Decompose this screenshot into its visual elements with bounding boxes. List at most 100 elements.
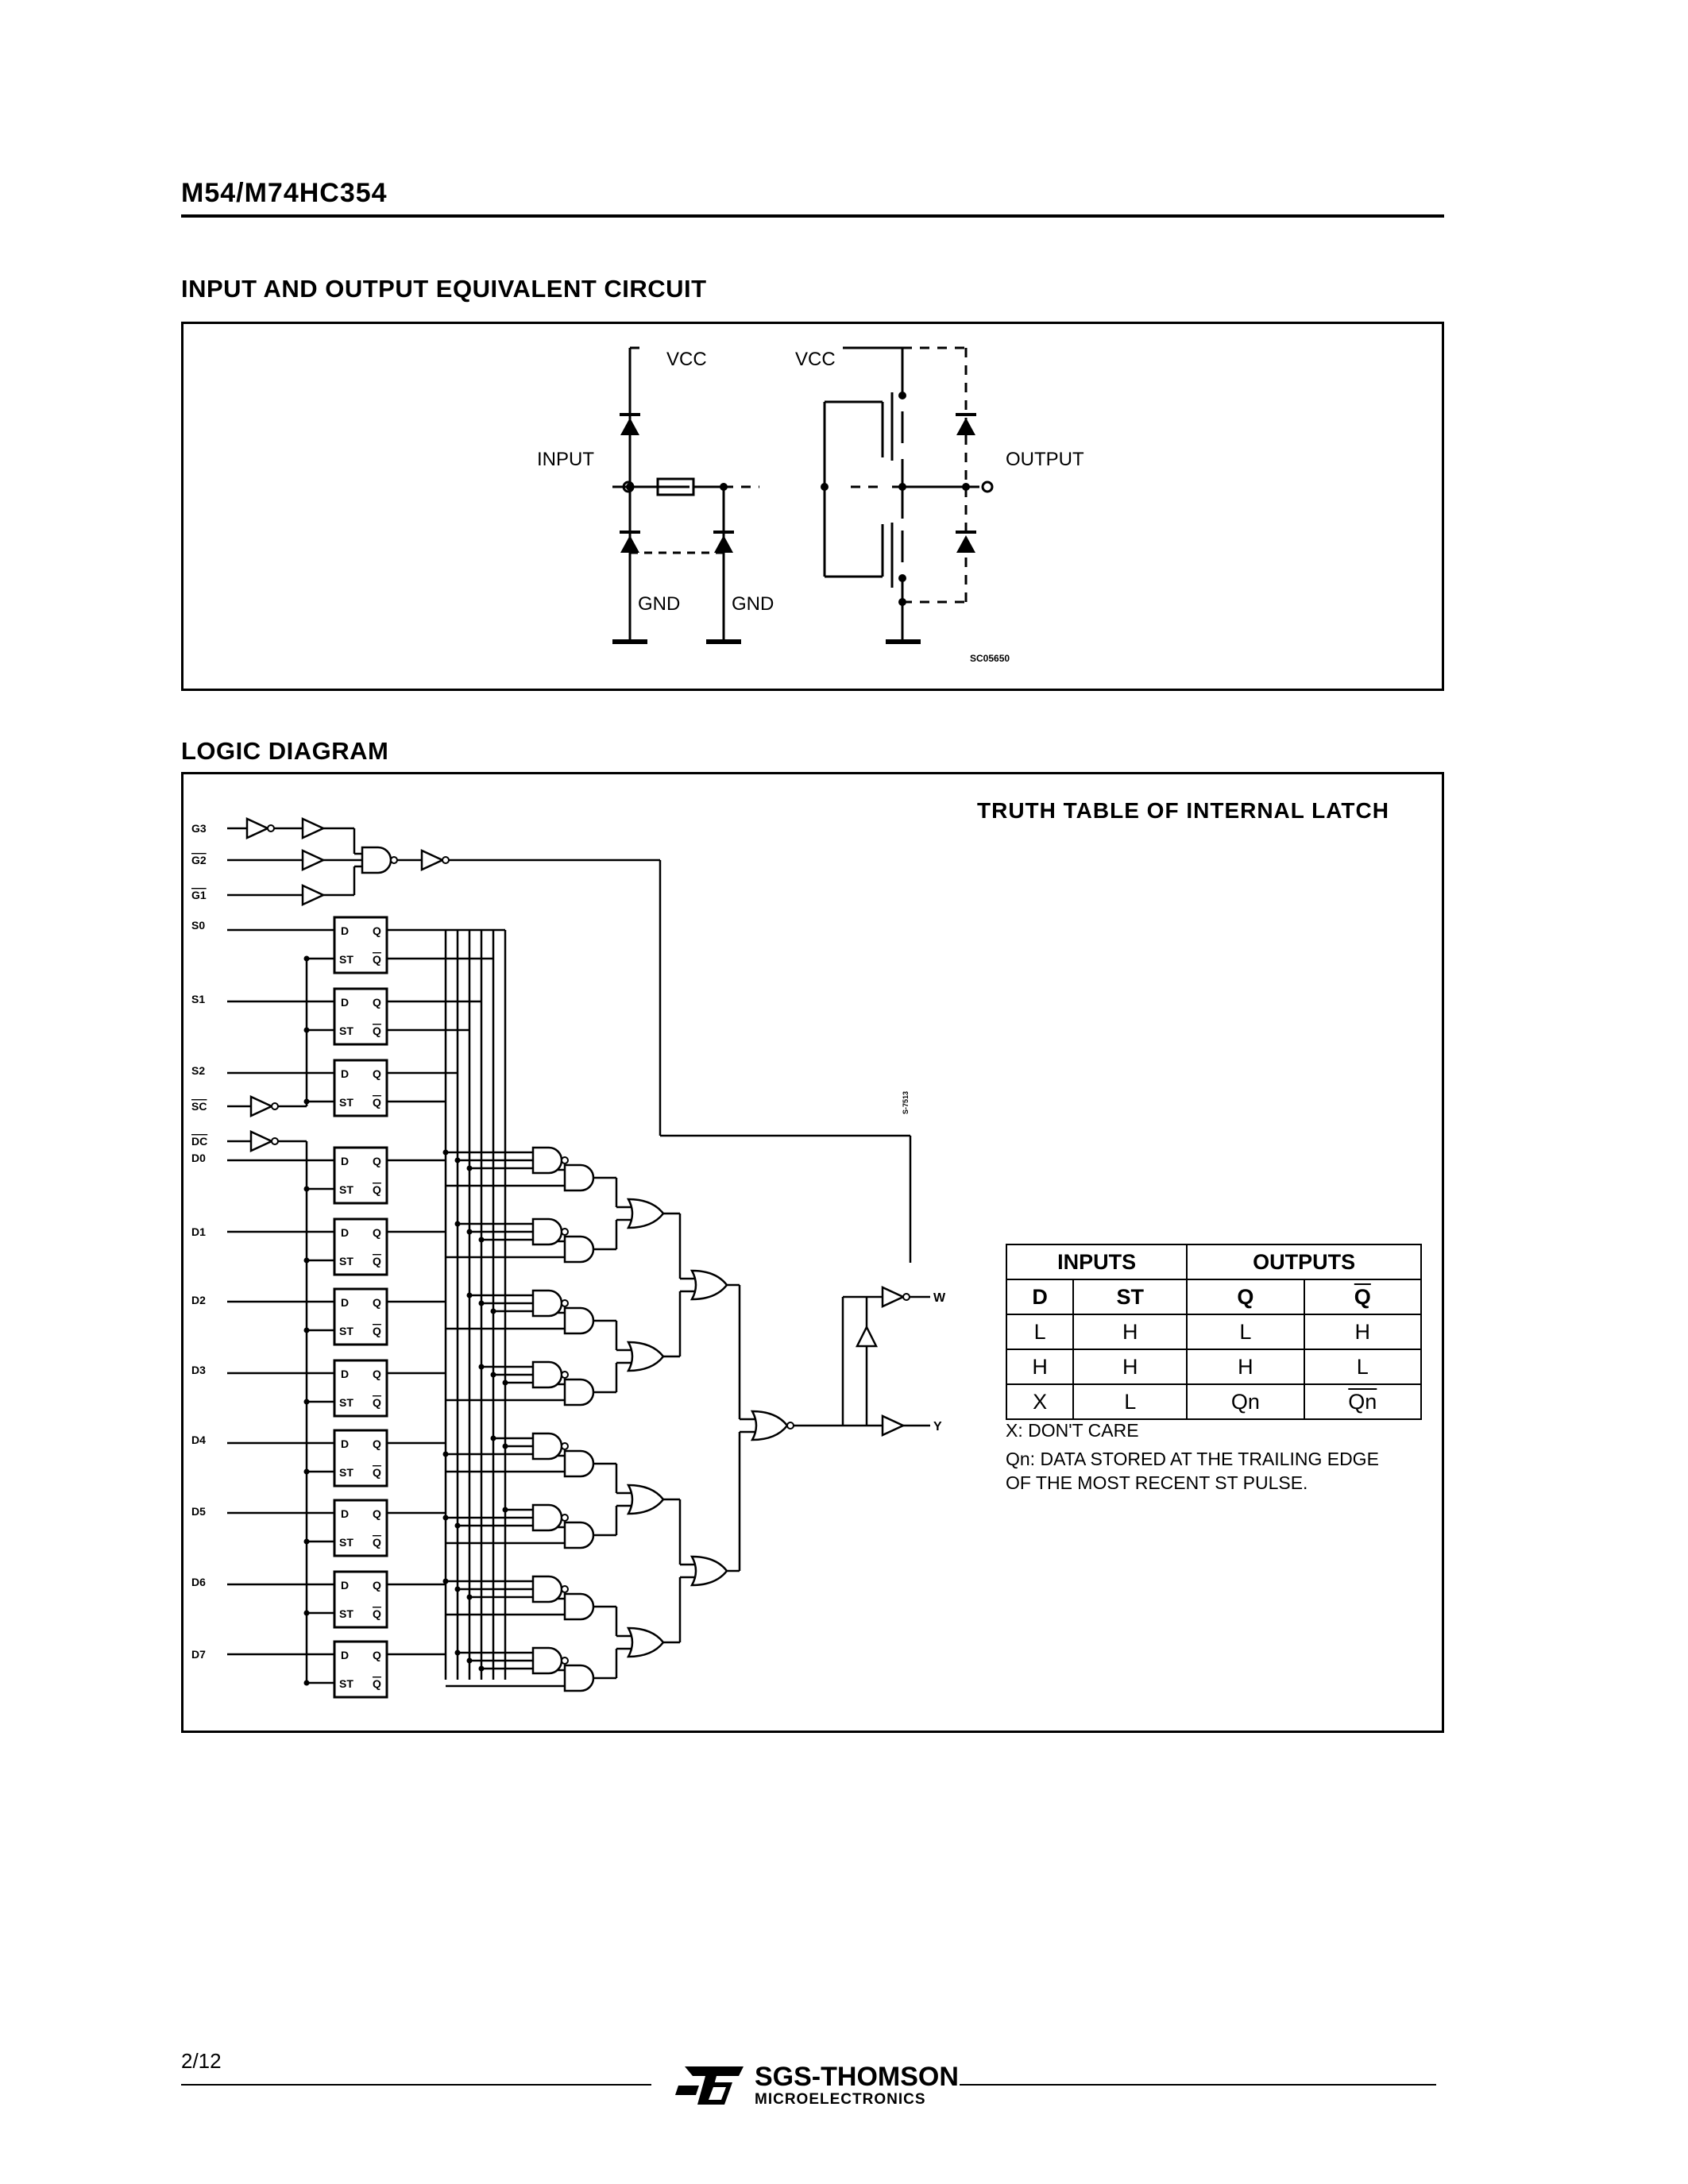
vcc-right-label: VCC xyxy=(795,349,836,370)
latch-st-label: ST xyxy=(339,1325,353,1337)
and-gate xyxy=(563,1378,595,1406)
logic-diagram-code: S-7513 xyxy=(902,1091,910,1114)
pin-label-g2: G2 xyxy=(191,854,207,866)
buffer-gate xyxy=(249,1130,274,1152)
inverter-bubble xyxy=(561,1228,569,1236)
latch-st-label: ST xyxy=(339,1466,353,1479)
and-gate xyxy=(563,1449,595,1478)
buffer-gate xyxy=(249,1095,274,1117)
inverter-bubble xyxy=(561,1585,569,1593)
or-gate xyxy=(626,1484,665,1515)
truth-table: INPUTS OUTPUTS D ST Q Q L H L H H H H L … xyxy=(1005,1244,1423,1420)
and-gate xyxy=(563,1592,595,1621)
st-logo-icon xyxy=(675,2066,744,2105)
truth-table-col-q: Q xyxy=(1186,1279,1305,1315)
table-cell: H xyxy=(1072,1314,1188,1350)
latch-qbar-label: Q xyxy=(373,1255,381,1268)
buffer-gate xyxy=(301,849,326,871)
inverter-bubble xyxy=(267,824,275,832)
inverter-bubble xyxy=(561,1156,569,1164)
feedback-buffer xyxy=(855,1325,879,1348)
latch-q-label: Q xyxy=(373,1507,381,1520)
latch-d-label: D xyxy=(341,1579,349,1592)
junction-dot xyxy=(466,1229,473,1235)
inverter-bubble xyxy=(442,856,450,864)
or-gate xyxy=(689,1555,728,1587)
inverter-bubble xyxy=(271,1137,279,1145)
latch-d-label: D xyxy=(341,1437,349,1450)
latch-d-label: D xyxy=(341,1368,349,1380)
latch-box xyxy=(333,987,388,1046)
inverter-bubble xyxy=(271,1102,279,1110)
latch-st-label: ST xyxy=(339,1677,353,1690)
junction-dot xyxy=(454,1157,461,1163)
junction-dot xyxy=(466,1657,473,1664)
latch-d-label: D xyxy=(341,1226,349,1239)
and-gate xyxy=(563,1163,595,1192)
junction-dot xyxy=(454,1221,461,1227)
or-gate xyxy=(626,1198,665,1229)
table-cell: Qn xyxy=(1303,1383,1423,1420)
table-cell: H xyxy=(1072,1349,1188,1385)
junction-dot xyxy=(303,955,310,962)
nor-gate xyxy=(750,1410,789,1441)
latch-box xyxy=(333,916,388,974)
junction-dot xyxy=(478,1364,485,1370)
nand-gate xyxy=(361,846,392,874)
output-label: OUTPUT xyxy=(1006,449,1084,470)
table-cell: H xyxy=(1186,1349,1305,1385)
table-cell: H xyxy=(1303,1314,1423,1350)
junction-dot xyxy=(466,1292,473,1298)
truth-table-col-st: ST xyxy=(1072,1279,1188,1315)
junction-dot xyxy=(303,1257,310,1264)
logo-wordmark-line1: SGS-THOMSON xyxy=(755,2062,959,2092)
inverter-bubble xyxy=(390,856,398,864)
or-gate xyxy=(626,1341,665,1372)
latch-q-label: Q xyxy=(373,1437,381,1450)
nand-gate xyxy=(531,1646,563,1675)
output-w-label: W xyxy=(933,1291,946,1305)
latch-st-label: ST xyxy=(339,1024,353,1037)
table-row: X L Qn Qn xyxy=(1005,1383,1423,1420)
pin-label-d3: D3 xyxy=(191,1364,206,1376)
inverter-bubble xyxy=(561,1371,569,1379)
and-gate xyxy=(563,1306,595,1335)
junction-dot xyxy=(303,1027,310,1033)
pin-label-d5: D5 xyxy=(191,1505,206,1518)
nand-gate xyxy=(531,1503,563,1532)
table-row: L H L H xyxy=(1005,1314,1423,1350)
latch-d-label: D xyxy=(341,1155,349,1167)
truth-table-col-qbar: Q xyxy=(1303,1279,1423,1315)
junction-dot xyxy=(303,1468,310,1475)
latch-box xyxy=(333,1146,388,1205)
input-label: INPUT xyxy=(537,449,594,470)
table-cell: L xyxy=(1186,1314,1305,1350)
and-gate xyxy=(563,1664,595,1692)
junction-dot xyxy=(303,1610,310,1616)
latch-q-label: Q xyxy=(373,924,381,937)
junction-dot xyxy=(303,1680,310,1686)
latch-qbar-label: Q xyxy=(373,1466,381,1479)
latch-qbar-label: Q xyxy=(373,953,381,966)
latch-qbar-label: Q xyxy=(373,1607,381,1620)
junction-dot xyxy=(454,1586,461,1592)
truth-table-group-inputs: INPUTS xyxy=(1005,1244,1188,1280)
junction-dot xyxy=(303,1186,310,1192)
nand-gate xyxy=(531,1289,563,1318)
table-row: H H H L xyxy=(1005,1349,1423,1385)
buffer-gate xyxy=(301,884,326,906)
logic-diagram-title: LOGIC DIAGRAM xyxy=(181,737,389,765)
latch-box xyxy=(333,1287,388,1346)
junction-dot xyxy=(442,1451,449,1457)
latch-st-label: ST xyxy=(339,953,353,966)
latch-q-label: Q xyxy=(373,1649,381,1661)
latch-q-label: Q xyxy=(373,1226,381,1239)
pin-label-s1: S1 xyxy=(191,993,205,1005)
junction-dot xyxy=(442,1149,449,1156)
pin-label-g3: G3 xyxy=(191,822,207,835)
equivalent-circuit-schematic: VCC VCC INPUT OUTPUT GND GND SC05650 xyxy=(537,346,1084,664)
table-cell: H xyxy=(1005,1349,1075,1385)
latch-q-label: Q xyxy=(373,996,381,1009)
